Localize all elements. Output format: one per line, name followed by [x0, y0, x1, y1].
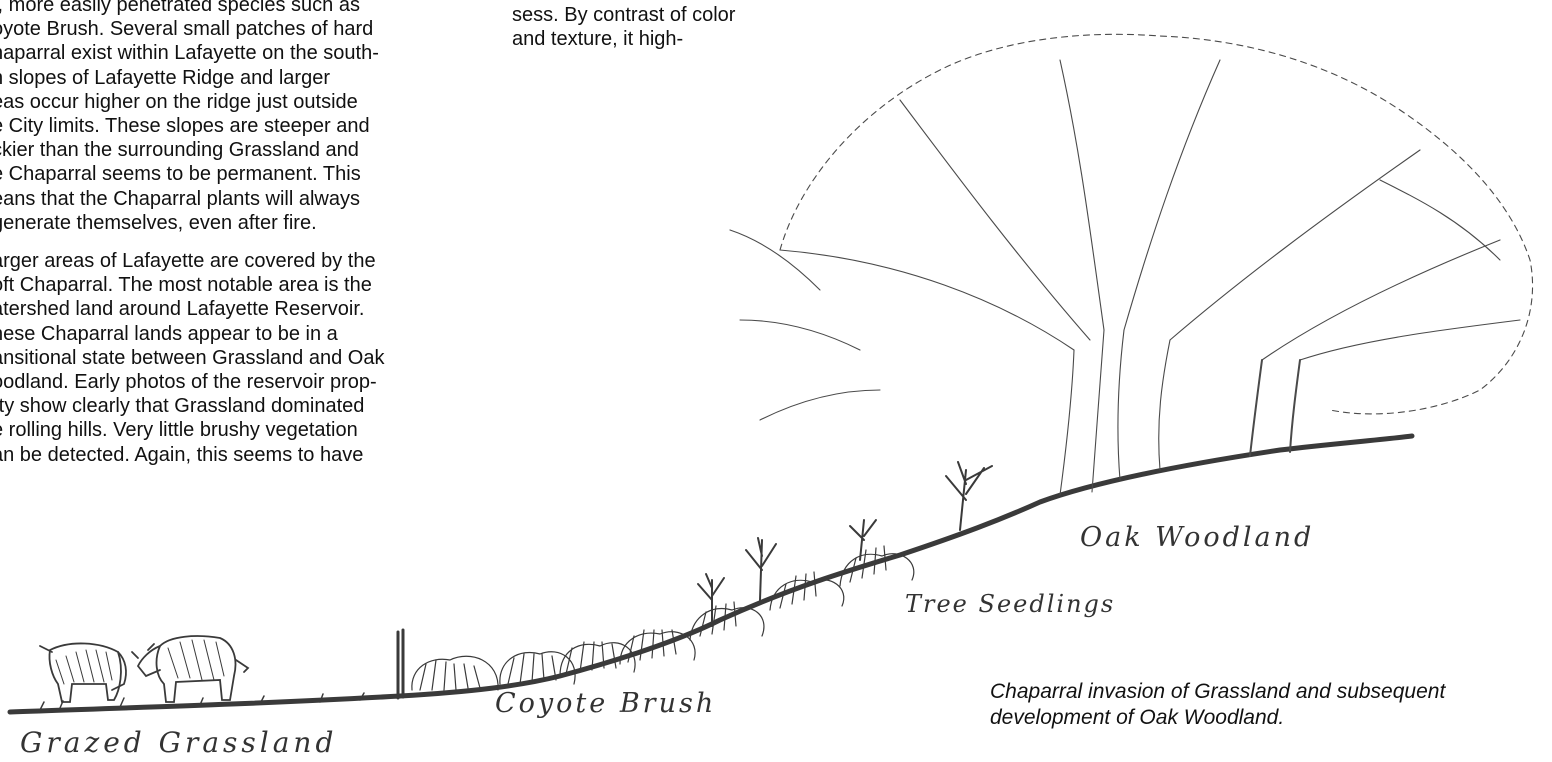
label-oak-woodland: Oak Woodland [1080, 522, 1314, 553]
fence-post [398, 630, 403, 698]
oak-woodland-trees [730, 34, 1533, 495]
label-grazed-grassland: Grazed Grassland [20, 726, 337, 759]
label-coyote-brush: Coyote Brush [495, 688, 716, 719]
label-tree-seedlings: Tree Seedlings [905, 590, 1115, 618]
cow-right [132, 636, 248, 702]
ground-line [10, 436, 1412, 712]
coyote-brush-shrubs [412, 546, 914, 690]
figure-caption: Chaparral invasion of Grassland and subs… [990, 679, 1530, 731]
cow-left [40, 643, 126, 702]
caption-line: development of Oak Woodland. [990, 705, 1530, 731]
caption-line: Chaparral invasion of Grassland and subs… [990, 679, 1530, 705]
